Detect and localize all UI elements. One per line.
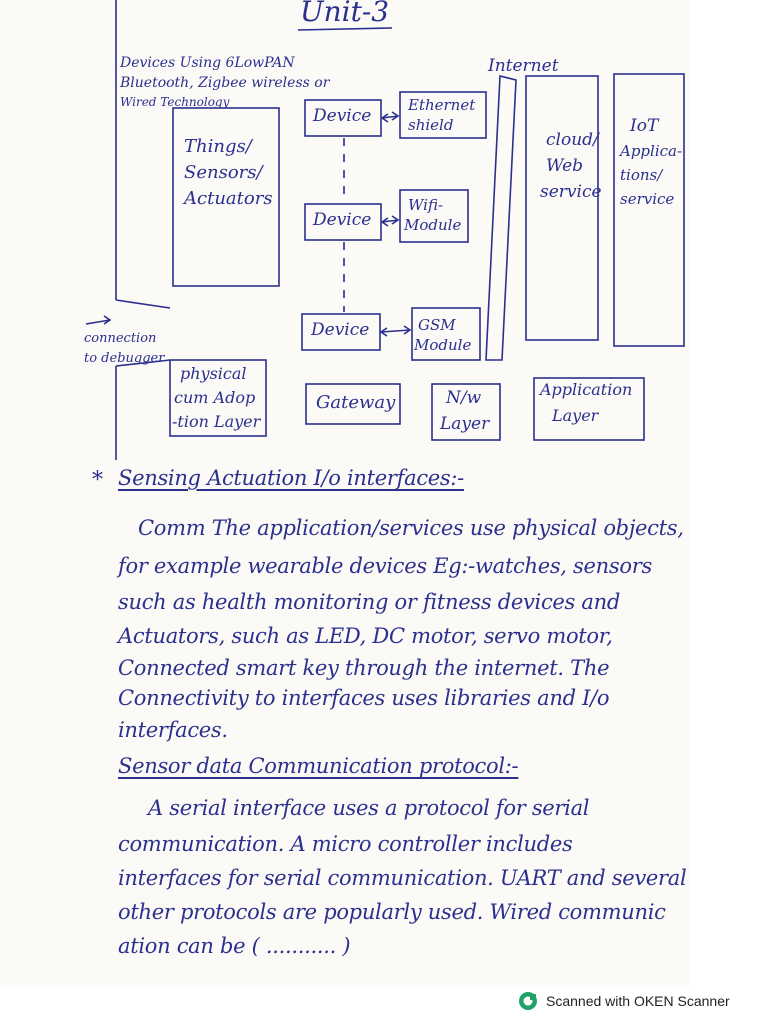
section2-line-3: interfaces for serial communication. UAR… [118, 866, 687, 890]
section1-heading: Sensing Actuation I/o interfaces:- [118, 466, 464, 490]
arrow-3 [379, 325, 412, 337]
section1-line-3: such as health monitoring or fitness dev… [118, 590, 620, 614]
application-layer-label-1: Application [540, 380, 633, 399]
intro-note-line-1: Devices Using 6LowPAN [120, 55, 295, 71]
service-label: service [540, 182, 602, 202]
section2-heading: Sensor data Communication protocol:- [118, 754, 519, 778]
layer-box-network [431, 383, 501, 441]
internet-label: Internet [488, 56, 559, 76]
connection-label: connection [84, 331, 157, 346]
cloud-label: cloud/ [546, 130, 599, 150]
layer-box-gateway [305, 383, 401, 425]
section1-line-5: Connected smart key through the internet… [118, 656, 610, 680]
iot-applica-label: Applica- [620, 142, 683, 160]
physical-layer-label-2: cum Adop [174, 388, 256, 407]
scanner-watermark-text: Scanned with OKEN Scanner [546, 993, 730, 1009]
iot-box [613, 73, 685, 347]
things-label: Things/ [184, 136, 252, 157]
margin-connector-2 [115, 359, 171, 367]
network-layer-label-1: N/w [446, 388, 482, 408]
web-label: Web [546, 156, 584, 176]
section1-line-4: Actuators, such as LED, DC motor, servo … [118, 624, 613, 648]
wifi-label: Wifi- [408, 196, 444, 214]
cloud-box [525, 75, 599, 341]
things-box [172, 107, 280, 287]
star-bullet: * [92, 468, 103, 493]
ethernet-box [399, 91, 487, 139]
section2-line-1: A serial interface uses a protocol for s… [148, 796, 590, 820]
gsm-box [411, 307, 481, 361]
device-label-3: Device [311, 320, 370, 340]
iot-architecture-diagram [85, 0, 685, 460]
layer-box-application [533, 377, 645, 441]
physical-layer-label-1: physical [180, 364, 247, 383]
notebook-page: Unit-3 Devices Using 6LowPAN Bluetooth, … [84, 0, 687, 958]
shield-label: shield [408, 116, 454, 134]
scanner-footer: Scanned with OKEN Scanner [518, 990, 730, 1012]
device-label-2: Device [313, 210, 372, 230]
network-layer-label-2: Layer [440, 414, 490, 434]
ethernet-label: Ethernet [408, 96, 476, 114]
iot-tions-label: tions/ [620, 166, 663, 184]
intro-note-line-2: Bluetooth, Zigbee wireless or [120, 75, 330, 91]
internet-pillar [485, 74, 517, 361]
wifi-module-label: Module [404, 216, 462, 234]
actuators-label: Actuators [184, 188, 273, 209]
arrow-1 [380, 111, 400, 123]
device-label-1: Device [313, 106, 372, 126]
sensors-label: Sensors/ [184, 162, 263, 183]
gsm-module-label: Module [414, 336, 472, 354]
oken-scanner-logo-icon [518, 991, 538, 1011]
section1-line-2: for example wearable devices Eg:-watches… [118, 554, 652, 578]
page-title: Unit-3 [300, 0, 390, 28]
layer-box-physical [169, 359, 267, 437]
wifi-box [399, 189, 469, 243]
gsm-label: GSM [418, 316, 456, 334]
application-layer-label-2: Layer [552, 406, 599, 425]
section2-line-4: other protocols are popularly used. Wire… [118, 900, 666, 924]
intro-note-line-3: Wired Technology [120, 95, 230, 109]
section1-line-1: Comm The application/services use physic… [138, 516, 684, 540]
iot-label: IoT [630, 116, 659, 136]
arrow-2 [380, 215, 400, 227]
debugger-label: to debugger [84, 351, 165, 366]
title-underline [297, 27, 393, 31]
physical-layer-label-3: -tion Layer [172, 412, 261, 431]
section2-line-5: ation can be ( ........... ) [118, 934, 351, 958]
gateway-layer-label: Gateway [316, 392, 396, 413]
iot-service-label: service [620, 190, 675, 208]
section1-line-6: Connectivity to interfaces uses librarie… [118, 686, 610, 710]
section2-line-2: communication. A micro controller includ… [118, 832, 573, 856]
connection-arrow [85, 315, 112, 325]
margin-connector [115, 299, 171, 309]
section1-line-7: interfaces. [118, 718, 228, 742]
